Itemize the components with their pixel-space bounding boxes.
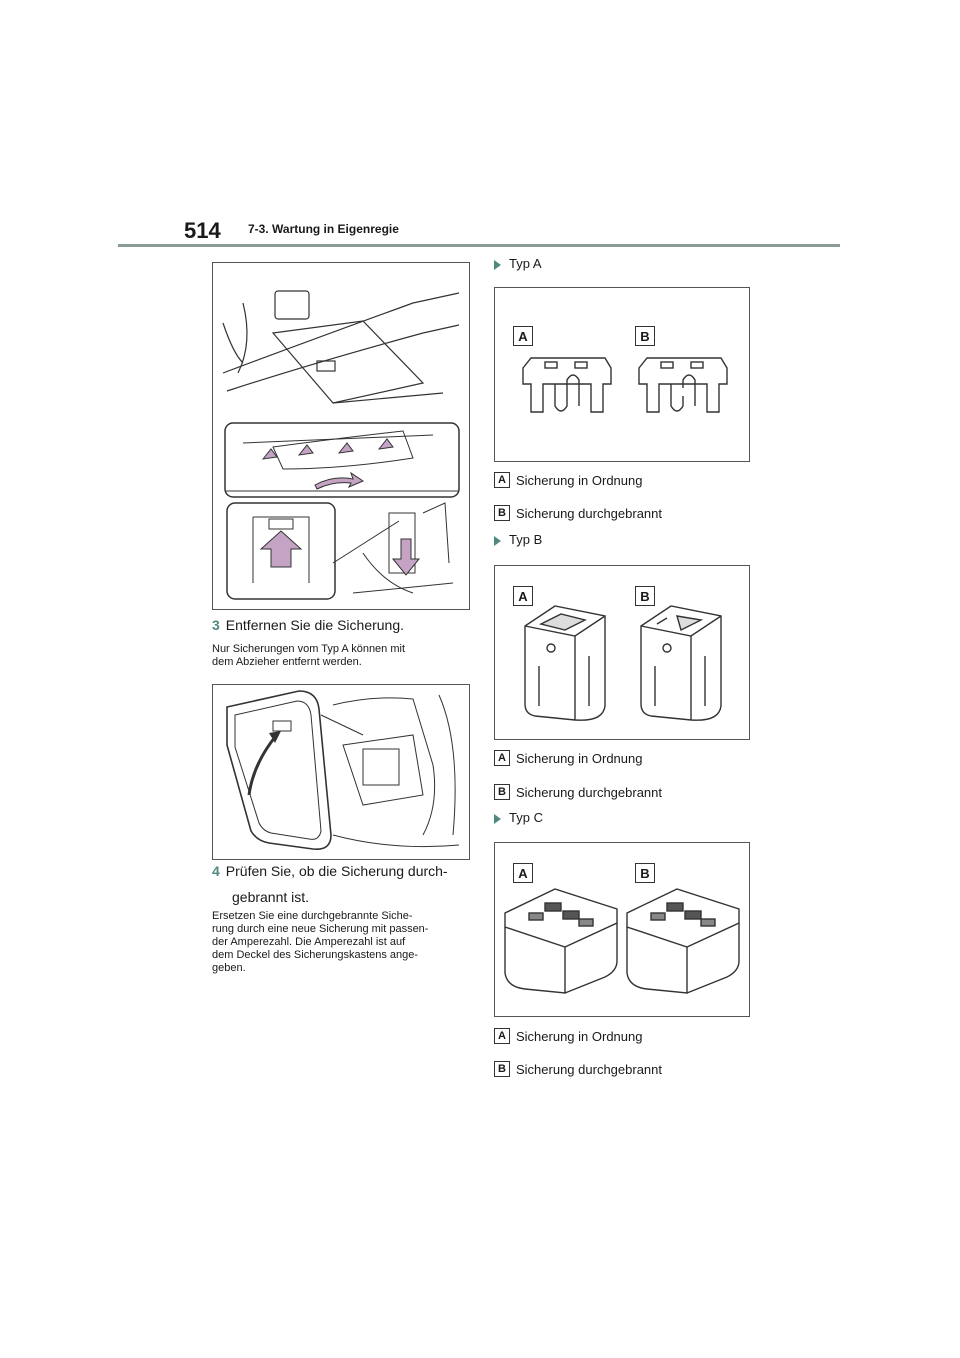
type-c-heading: Typ C xyxy=(494,810,543,825)
figure-glovebox-fuse-cover xyxy=(212,262,470,610)
figure-type-c-fuses: A B xyxy=(494,842,750,1017)
page-number: 514 xyxy=(184,218,221,243)
glovebox-illustration xyxy=(222,290,460,600)
legend-b-box: B xyxy=(494,1061,510,1077)
label-a: A xyxy=(513,326,533,346)
step-4-note-line: dem Deckel des Sicherungskastens ange- xyxy=(212,949,419,961)
figure-type-a-fuses: A B xyxy=(494,287,750,462)
step-3-note-line: dem Abzieher entfernt werden. xyxy=(212,656,362,668)
inset-cover-panel xyxy=(224,422,460,498)
fuse-ok xyxy=(522,357,612,413)
fuse-ok xyxy=(524,605,606,721)
step-3-number: 3 xyxy=(212,617,220,633)
step-3-note: Nur Sicherungen vom Typ A können mit dem… xyxy=(212,643,405,669)
step-4-note-line: rung durch eine neue Sicherung mit passe… xyxy=(212,923,429,935)
figure-type-b-fuses: A B xyxy=(494,565,750,740)
fuse-blown xyxy=(640,605,722,721)
legend-a-box: A xyxy=(494,1028,510,1044)
step-3-text: Entfernen Sie die Sicherung. xyxy=(225,617,405,633)
triangle-bullet-icon xyxy=(494,259,501,270)
arrow-up-icon xyxy=(259,530,303,568)
step-4-note-line: Ersetzen Sie eine durchgebrannte Siche- xyxy=(212,910,413,922)
label-b: B xyxy=(635,586,655,606)
triangle-bullet-icon xyxy=(494,535,501,546)
header-rule xyxy=(118,244,840,247)
type-c-fuse-illustration xyxy=(504,888,740,994)
arrow-down-icon xyxy=(391,538,421,576)
step-4-text-line2: gebrannt ist. xyxy=(232,889,310,905)
step-4-note: Ersetzen Sie eine durchgebrannte Siche- … xyxy=(212,910,428,975)
fuse-blown xyxy=(626,888,740,994)
label-a: A xyxy=(513,863,533,883)
legend-a-box: A xyxy=(494,750,510,766)
type-a-fuse-illustration xyxy=(522,357,728,413)
step-4: 4 Prüfen Sie, ob die Sicherung durch- geb… xyxy=(212,860,448,908)
arrow-icon xyxy=(269,731,281,743)
step-3: 3 Entfernen Sie die Sicherung. xyxy=(212,614,404,636)
type-a-heading: Typ A xyxy=(494,256,542,271)
section-title: 7-3. Wartung in Eigenregie xyxy=(248,222,399,236)
fuse-ok xyxy=(504,888,618,994)
arrow-icons-cover-clips xyxy=(261,438,394,490)
legend-b-box: B xyxy=(494,505,510,521)
triangle-bullet-icon xyxy=(494,813,501,824)
label-b: B xyxy=(635,863,655,883)
type-b-fuse-illustration xyxy=(524,605,722,721)
label-b: B xyxy=(635,326,655,346)
step-4-text-line1: Prüfen Sie, ob die Sicherung durch- xyxy=(225,863,448,879)
step-4-note-line: der Amperezahl. Die Amperezahl ist auf xyxy=(212,936,406,948)
legend-b-box: B xyxy=(494,784,510,800)
legend-a-box: A xyxy=(494,472,510,488)
type-b-heading: Typ B xyxy=(494,532,542,547)
step-4-note-line: geben. xyxy=(212,962,246,974)
step-3-note-line: Nur Sicherungen vom Typ A können mit xyxy=(212,643,406,655)
fuse-puller-icon xyxy=(272,720,292,732)
step-4-number: 4 xyxy=(212,863,220,879)
label-a: A xyxy=(513,586,533,606)
fuse-box-cover xyxy=(226,690,332,851)
fuse-puller-illustration xyxy=(226,690,460,851)
fuse-blown xyxy=(638,357,728,413)
figure-fuse-puller-location xyxy=(212,684,470,860)
